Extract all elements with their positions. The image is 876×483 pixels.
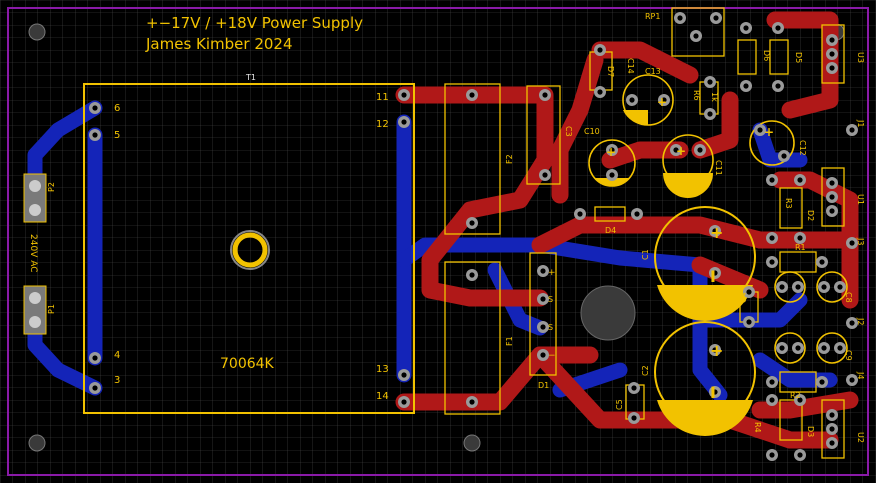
capacitor-c2 bbox=[654, 321, 756, 436]
pin-3: 3 bbox=[114, 375, 120, 386]
t1-label: T1 bbox=[245, 73, 256, 82]
d1-pin-minus: − bbox=[548, 351, 556, 361]
d1-pin-plus: + bbox=[548, 268, 556, 278]
d7-label: D7 bbox=[606, 66, 615, 77]
pin-5: 5 bbox=[114, 130, 120, 141]
r4-label: R4 bbox=[753, 422, 762, 433]
r6-label: R6 bbox=[692, 90, 701, 101]
j2-label: J2 bbox=[856, 317, 865, 325]
c10-label: C10 bbox=[584, 127, 600, 136]
c8-label: C8 bbox=[844, 292, 853, 303]
pin-13: 13 bbox=[376, 364, 389, 375]
transformer-part: 70064K bbox=[220, 356, 275, 372]
c3-outline bbox=[526, 85, 561, 185]
d2-label: D2 bbox=[806, 210, 815, 221]
p1-label: P1 bbox=[47, 304, 56, 314]
svg-text:+: + bbox=[710, 223, 723, 242]
f2-label: F2 bbox=[505, 154, 514, 164]
d1-label: D1 bbox=[538, 381, 549, 390]
c13-label: C13 bbox=[645, 67, 661, 76]
f1-label: F1 bbox=[505, 336, 514, 346]
j3-label: J3 bbox=[856, 237, 865, 245]
c4-label: C4 bbox=[739, 292, 748, 303]
fuse-f2-outline bbox=[444, 83, 501, 235]
component-outlines bbox=[589, 7, 845, 459]
svg-text:I: I bbox=[710, 267, 716, 286]
svg-text:I: I bbox=[710, 383, 716, 402]
pin-11: 11 bbox=[376, 92, 389, 103]
d1-pin-s2: S bbox=[548, 323, 553, 332]
r3-label: R3 bbox=[784, 198, 793, 209]
polarity-marks: + I + I + + + + bbox=[606, 95, 774, 402]
c2-label: C2 bbox=[641, 365, 650, 376]
pin-4: 4 bbox=[114, 350, 120, 361]
u3-label: U3 bbox=[856, 52, 865, 63]
d3-label: D3 bbox=[806, 426, 815, 437]
u1-label: U1 bbox=[856, 194, 865, 205]
c9-label: C9 bbox=[844, 350, 853, 361]
transformer-mounting-hole bbox=[232, 232, 268, 268]
c5-label: C5 bbox=[615, 399, 624, 410]
board-outline bbox=[7, 7, 869, 476]
transformer-outline bbox=[83, 83, 415, 414]
d1-outline bbox=[529, 252, 557, 376]
pin-12: 12 bbox=[376, 119, 389, 130]
pin-6: 6 bbox=[114, 103, 120, 114]
d1-pin-s1: S bbox=[548, 295, 553, 304]
r1-label: R1 bbox=[795, 243, 806, 252]
heatsink-hole bbox=[580, 285, 636, 341]
d4-label: D4 bbox=[605, 226, 616, 235]
svg-text:+: + bbox=[657, 95, 667, 109]
p2-label: P2 bbox=[47, 182, 56, 192]
svg-text:+: + bbox=[764, 125, 774, 139]
svg-text:+: + bbox=[710, 341, 723, 360]
c12-label: C12 bbox=[798, 140, 807, 156]
title-line-2: James Kimber 2024 bbox=[145, 35, 293, 53]
rp1-label: RP1 bbox=[645, 12, 660, 21]
pin-14: 14 bbox=[376, 391, 389, 402]
svg-text:+: + bbox=[676, 144, 686, 158]
input-voltage-label: 240V AC bbox=[28, 234, 38, 272]
j1-label: J1 bbox=[856, 119, 865, 127]
silkscreen-labels: +−17V / +18V Power Supply James Kimber 2… bbox=[28, 12, 865, 443]
j4-label: J4 bbox=[856, 371, 865, 379]
fuse-f1-outline bbox=[444, 261, 501, 415]
r2-label: R2 bbox=[790, 391, 801, 400]
d5-label: D5 bbox=[794, 52, 803, 63]
c1-label: C1 bbox=[641, 249, 650, 260]
mains-connectors bbox=[23, 173, 47, 335]
c14-label: C14 bbox=[626, 58, 635, 74]
capacitor-c1 bbox=[654, 206, 756, 321]
svg-text:+: + bbox=[606, 145, 616, 159]
u2-label: U2 bbox=[856, 432, 865, 443]
c3-label: C3 bbox=[564, 126, 573, 137]
c11-label: C11 bbox=[714, 160, 723, 176]
r6-value: 1k bbox=[710, 92, 719, 102]
d6-label: D6 bbox=[762, 50, 771, 61]
title-line-1: +−17V / +18V Power Supply bbox=[146, 14, 363, 32]
